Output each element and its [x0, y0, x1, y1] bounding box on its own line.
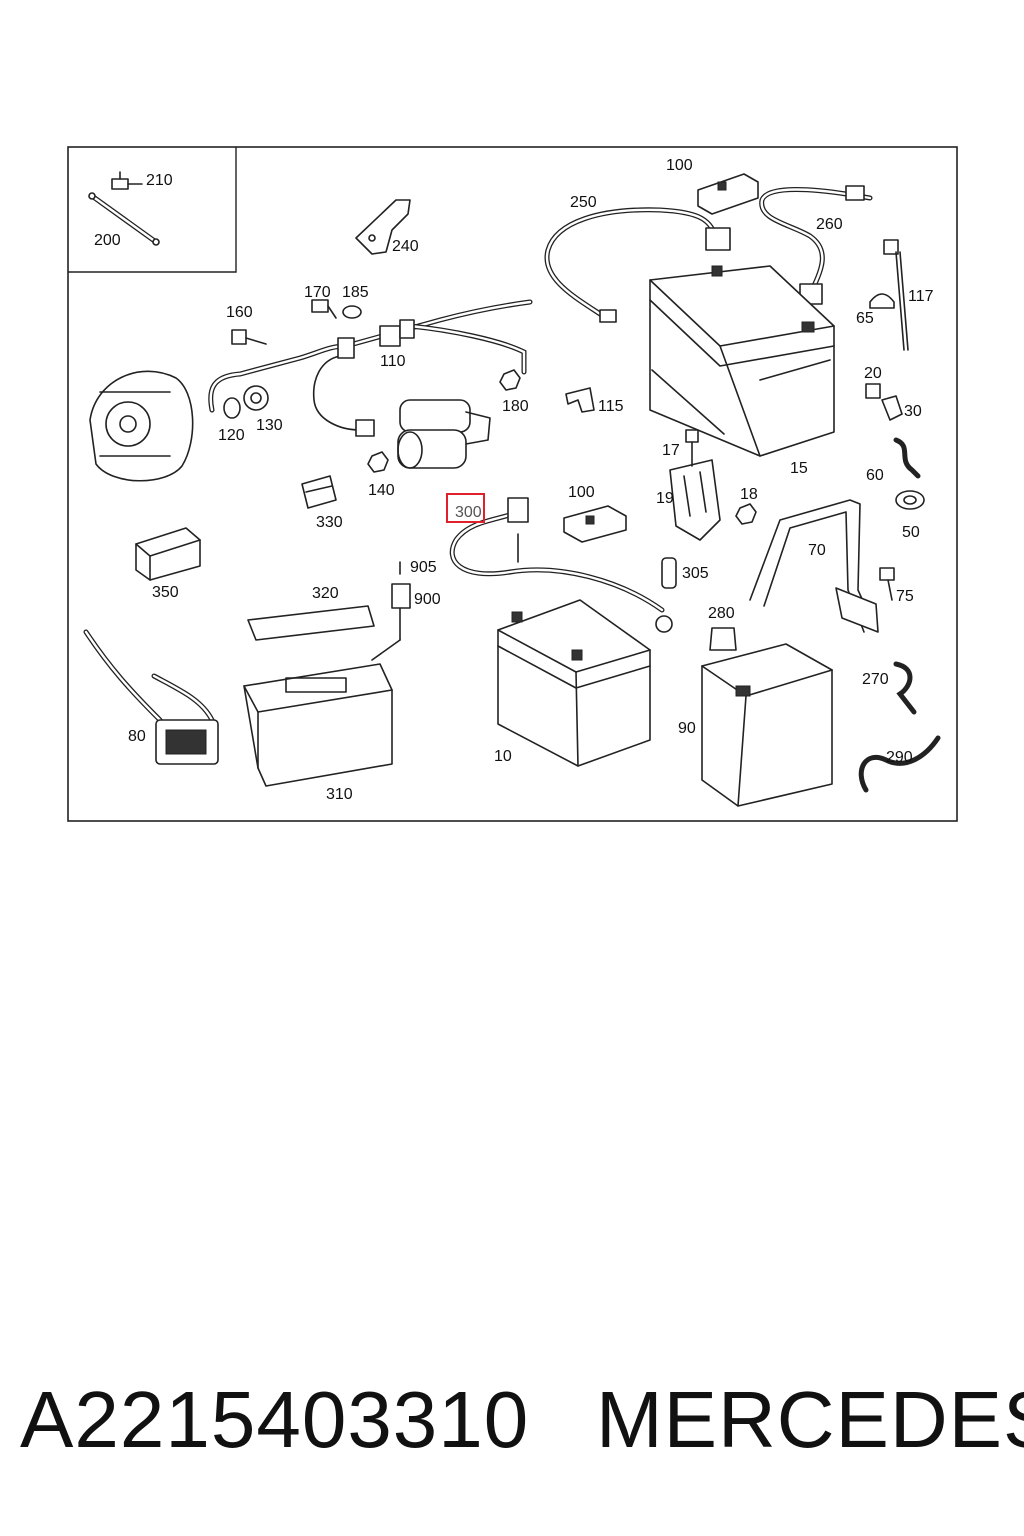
callout-300-highlight [446, 493, 485, 523]
callout-110: 110 [380, 353, 406, 370]
callout-310: 310 [326, 786, 353, 803]
diagram-frame [67, 146, 958, 822]
callout-260: 260 [816, 216, 843, 233]
callout-100-top: 100 [666, 157, 693, 174]
part-90-battery [701, 643, 833, 807]
part-210-bolt [111, 171, 143, 190]
callout-75: 75 [896, 588, 914, 605]
callout-115: 115 [598, 398, 624, 415]
part-280-cap [709, 627, 737, 651]
part-320-rail [247, 605, 375, 641]
part-170-bolt [311, 299, 337, 319]
callout-140: 140 [368, 482, 395, 499]
starter [397, 399, 491, 469]
part-140-nut [367, 451, 389, 473]
part-900-connector [371, 583, 411, 661]
part-100-cover-top [697, 173, 759, 215]
callout-19: 19 [656, 490, 674, 507]
callout-120: 120 [218, 427, 245, 444]
callout-50: 50 [902, 524, 920, 541]
part-number: A2215403310 [20, 1375, 530, 1464]
part-80-cable [83, 629, 219, 765]
callout-80: 80 [128, 728, 146, 745]
part-50-grommet [895, 490, 925, 510]
part-300-cable [449, 497, 673, 633]
callout-900: 900 [414, 591, 441, 608]
callout-320: 320 [312, 585, 339, 602]
callout-90: 90 [678, 720, 696, 737]
part-180-nut [499, 369, 521, 391]
part-310-fuse-box [243, 663, 393, 787]
part-70-strap [749, 499, 879, 633]
part-305-sleeve [661, 557, 677, 589]
part-15-battery [649, 265, 835, 457]
callout-180: 180 [502, 398, 529, 415]
callout-300: 300 [455, 504, 482, 521]
callout-130: 130 [256, 417, 283, 434]
callout-210: 210 [146, 172, 173, 189]
part-19-bracket [669, 459, 721, 541]
inset-frame [68, 147, 237, 273]
callout-250: 250 [570, 194, 597, 211]
part-270-hose [893, 661, 917, 715]
part-115-clip [565, 387, 595, 413]
part-75-bolt [879, 567, 895, 601]
callout-70: 70 [808, 542, 826, 559]
alternator [89, 370, 194, 482]
callout-290: 290 [886, 749, 913, 766]
callout-30: 30 [904, 403, 922, 420]
callout-200: 200 [94, 232, 121, 249]
parts-diagram: 210 200 240 100 250 260 117 65 170 185 1… [67, 146, 958, 822]
callout-350: 350 [152, 584, 179, 601]
callout-905: 905 [410, 559, 437, 576]
callout-330: 330 [316, 514, 343, 531]
part-10-battery [497, 599, 651, 767]
callout-270: 270 [862, 671, 889, 688]
part-18-nut [735, 503, 757, 525]
part-20-fitting [865, 383, 881, 399]
part-290-hose [858, 735, 941, 793]
part-17-bolt [685, 429, 699, 467]
callout-20: 20 [864, 365, 882, 382]
callout-65: 65 [856, 310, 874, 327]
part-30-elbow [881, 395, 903, 421]
part-185-washer [342, 305, 362, 319]
callout-15: 15 [790, 460, 808, 477]
part-120-washer [223, 397, 241, 419]
part-100-cover-lower [563, 505, 627, 543]
callout-280: 280 [708, 605, 735, 622]
callout-60: 60 [866, 467, 884, 484]
callout-18: 18 [740, 486, 758, 503]
callout-100-lower: 100 [568, 484, 595, 501]
footer: A2215403310 MERCEDES [0, 1372, 1024, 1472]
part-330-clip [301, 475, 337, 509]
callout-305: 305 [682, 565, 709, 582]
callout-160: 160 [226, 304, 253, 321]
callout-117: 117 [908, 288, 934, 305]
brand-name: MERCEDES [596, 1375, 1024, 1464]
part-350-relay [135, 527, 201, 581]
callout-240: 240 [392, 238, 419, 255]
callout-17: 17 [662, 442, 680, 459]
part-160-bolt [231, 329, 267, 345]
callout-10: 10 [494, 748, 512, 765]
callout-170: 170 [304, 284, 331, 301]
part-200-cable [88, 192, 160, 246]
part-117-rod [883, 239, 909, 351]
part-60-hose [893, 437, 921, 479]
part-130-sleeve [243, 385, 269, 411]
part-65-grommet [869, 293, 895, 309]
part-250-cable [544, 207, 731, 323]
part-260-cable [759, 185, 873, 305]
callout-185: 185 [342, 284, 369, 301]
part-110-cable [208, 299, 533, 437]
